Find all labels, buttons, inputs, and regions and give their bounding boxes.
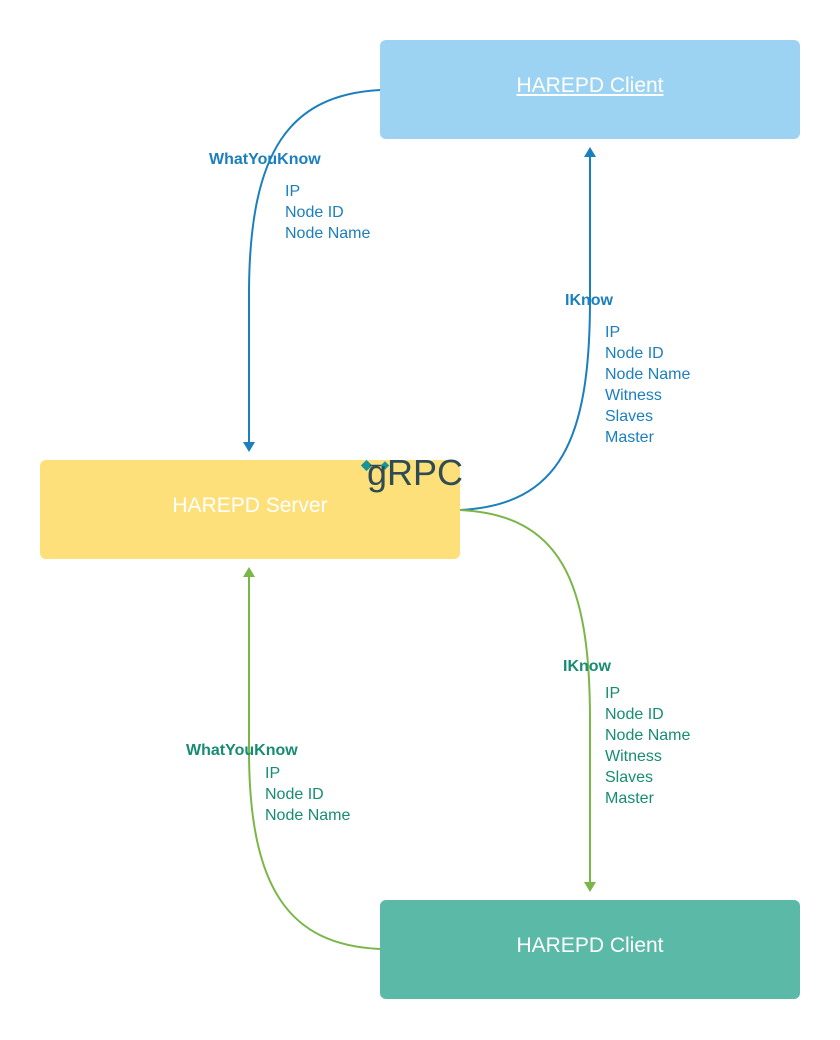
harepd-client-bottom-label: HAREPD Client <box>516 933 664 957</box>
grpc-badge: gRPC <box>367 452 464 493</box>
grpc-logo-icon <box>360 459 390 472</box>
top-whatyouknow-label: WhatYouKnow <box>209 151 321 168</box>
field-item: Slaves <box>605 408 654 425</box>
field-item: Node Name <box>605 727 691 744</box>
harepd-client-bottom-node: HAREPD Client <box>380 900 800 999</box>
top-whatyouknow-fields: IP Node ID Node Name <box>285 181 370 244</box>
field-item: IP <box>265 765 281 782</box>
field-item: IP <box>605 324 621 341</box>
field-item: IP <box>605 685 621 702</box>
top-iknow-label: IKnow <box>565 292 613 309</box>
edge-bottom-whatyouknow <box>243 567 381 950</box>
bottom-whatyouknow-label: WhatYouKnow <box>186 742 298 759</box>
field-item: Witness <box>605 387 662 404</box>
harepd-server-node: HAREPD Server <box>40 460 460 559</box>
field-item: Node ID <box>265 786 324 803</box>
field-item: IP <box>285 183 301 200</box>
bottom-whatyouknow-fields: IP Node ID Node Name <box>265 763 350 826</box>
edge-bottom-iknow <box>459 509 596 892</box>
field-item: Slaves <box>605 769 654 786</box>
field-item: Node ID <box>605 706 664 723</box>
harepd-client-top-label: HAREPD Client <box>516 73 664 97</box>
edge-top-whatyouknow <box>243 89 381 452</box>
field-item: Node Name <box>285 225 371 242</box>
field-item: Master <box>605 429 654 446</box>
field-item: Witness <box>605 748 662 765</box>
field-item: Node ID <box>285 204 344 221</box>
field-item: Node Name <box>265 807 351 824</box>
field-item: Master <box>605 790 654 807</box>
edge-top-iknow <box>459 147 596 511</box>
bottom-iknow-label: IKnow <box>563 658 611 675</box>
top-iknow-fields: IP Node ID Node Name Witness Slaves Mast… <box>605 322 690 448</box>
field-item: Node ID <box>605 345 664 362</box>
harepd-server-label: HAREPD Server <box>172 493 328 517</box>
bottom-iknow-fields: IP Node ID Node Name Witness Slaves Mast… <box>605 683 690 809</box>
field-item: Node Name <box>605 366 691 383</box>
harepd-client-top-node: HAREPD Client <box>380 40 800 139</box>
